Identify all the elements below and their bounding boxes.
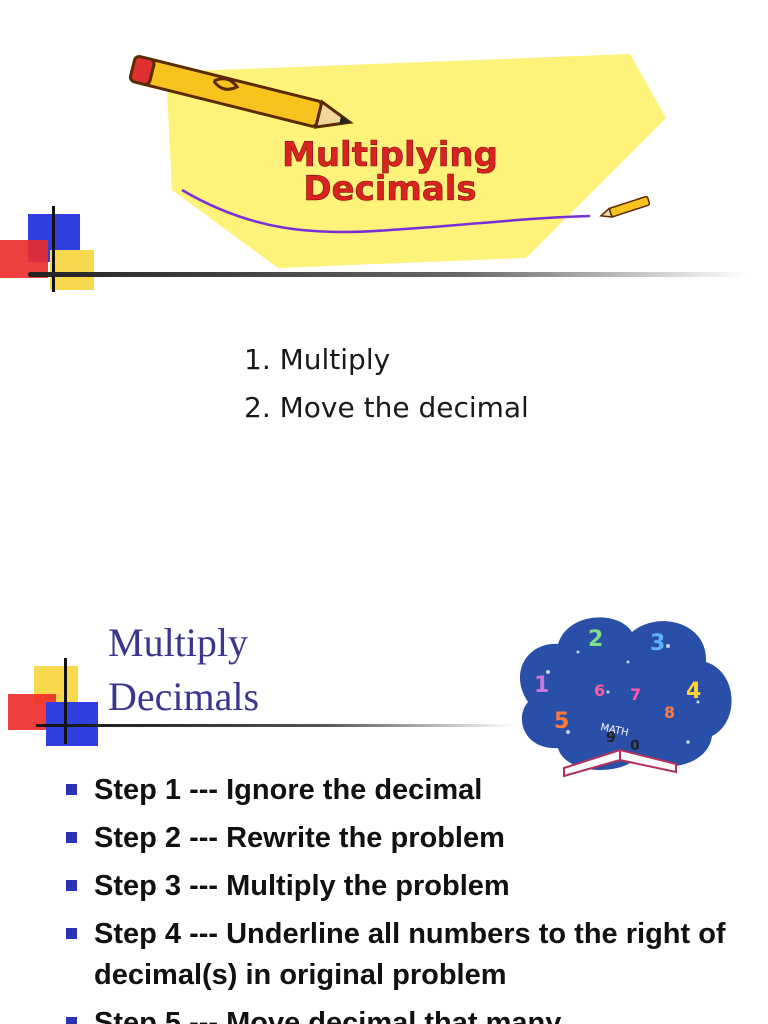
- title-banner-art: Multiplying Decimals: [128, 54, 666, 268]
- squiggle-line: [181, 188, 591, 234]
- number-glyph: 2: [588, 627, 603, 652]
- title-line2: Decimals: [108, 674, 260, 719]
- title-line2: Decimals: [303, 169, 476, 209]
- slide-1: Multiplying Decimals 1. Multiply 2. Move…: [0, 54, 748, 432]
- bullet-square-icon: [66, 832, 77, 843]
- list-item: Step 5 --- Move decimal that many: [66, 1003, 746, 1024]
- slide-2: Multiply Decimals 1 2 3 4 5 6 7 8 9 0 MA…: [0, 560, 768, 1024]
- list-item: Step 2 --- Rewrite the problem: [66, 818, 746, 859]
- number-glyph: 0: [630, 738, 640, 754]
- pencil-icon: [128, 55, 354, 129]
- steps-list: Step 1 --- Ignore the decimal Step 2 ---…: [66, 770, 746, 1024]
- title-divider: [36, 724, 516, 727]
- bullet-square-icon: [66, 784, 77, 795]
- number-glyph: 5: [554, 709, 569, 734]
- bullet-square-icon: [66, 1017, 77, 1024]
- title-line1: Multiply: [108, 620, 249, 665]
- small-pencil-icon: [599, 195, 651, 218]
- summary-step: 2. Move the decimal: [244, 391, 529, 424]
- number-glyph: 7: [630, 685, 641, 704]
- slide-title: Multiply Decimals: [108, 616, 259, 724]
- number-glyph: 3: [650, 631, 665, 656]
- summary-steps: 1. Multiply 2. Move the decimal: [244, 336, 529, 432]
- number-glyph: 8: [664, 703, 675, 722]
- number-glyph: 1: [534, 673, 549, 698]
- title-line1: Multiplying: [282, 135, 498, 175]
- cloud-shape: [519, 617, 732, 771]
- bullet-square-icon: [66, 880, 77, 891]
- title-divider: [28, 272, 748, 277]
- corner-decoration: [0, 200, 110, 300]
- number-glyph: 6: [594, 681, 605, 700]
- bullet-square-icon: [66, 928, 77, 939]
- list-item: Step 1 --- Ignore the decimal: [66, 770, 746, 811]
- list-item: Step 3 --- Multiply the problem: [66, 866, 746, 907]
- math-book-illustration: 1 2 3 4 5 6 7 8 9 0 MATH: [519, 617, 732, 778]
- list-item: Step 4 --- Underline all numbers to the …: [66, 914, 746, 996]
- summary-step: 1. Multiply: [244, 343, 391, 376]
- number-glyph: 9: [606, 730, 616, 746]
- corner-decoration: [0, 658, 110, 758]
- number-glyph: 4: [686, 679, 701, 704]
